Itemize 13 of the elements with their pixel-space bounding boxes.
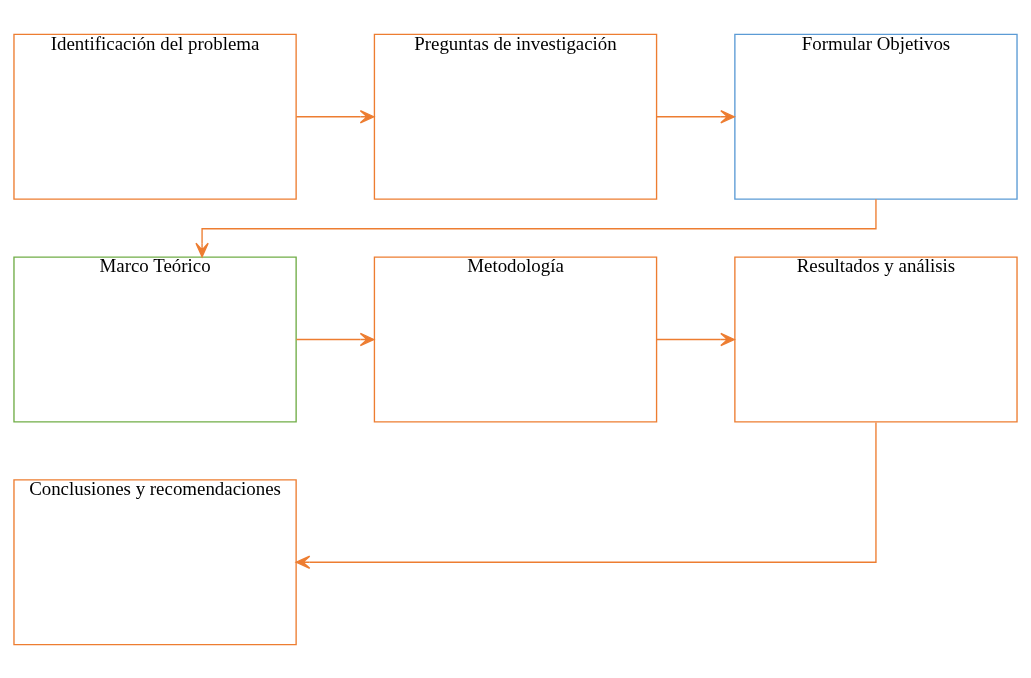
arrow [195,198,877,257]
arrow [295,332,375,346]
node-box: Metodología [373,255,658,423]
node-box: Formular Objetivos [734,33,1018,200]
arrow [295,109,375,123]
node-box: Identificación del problema [13,33,297,200]
arrow [295,421,877,569]
node-box: Marco Teórico [13,255,297,423]
arrow [656,109,735,123]
arrow [656,332,735,346]
node-box: Conclusiones y recomendaciones [13,478,297,645]
node-box: Preguntas de investigación [373,33,658,200]
node-box: Resultados y análisis [734,255,1018,423]
